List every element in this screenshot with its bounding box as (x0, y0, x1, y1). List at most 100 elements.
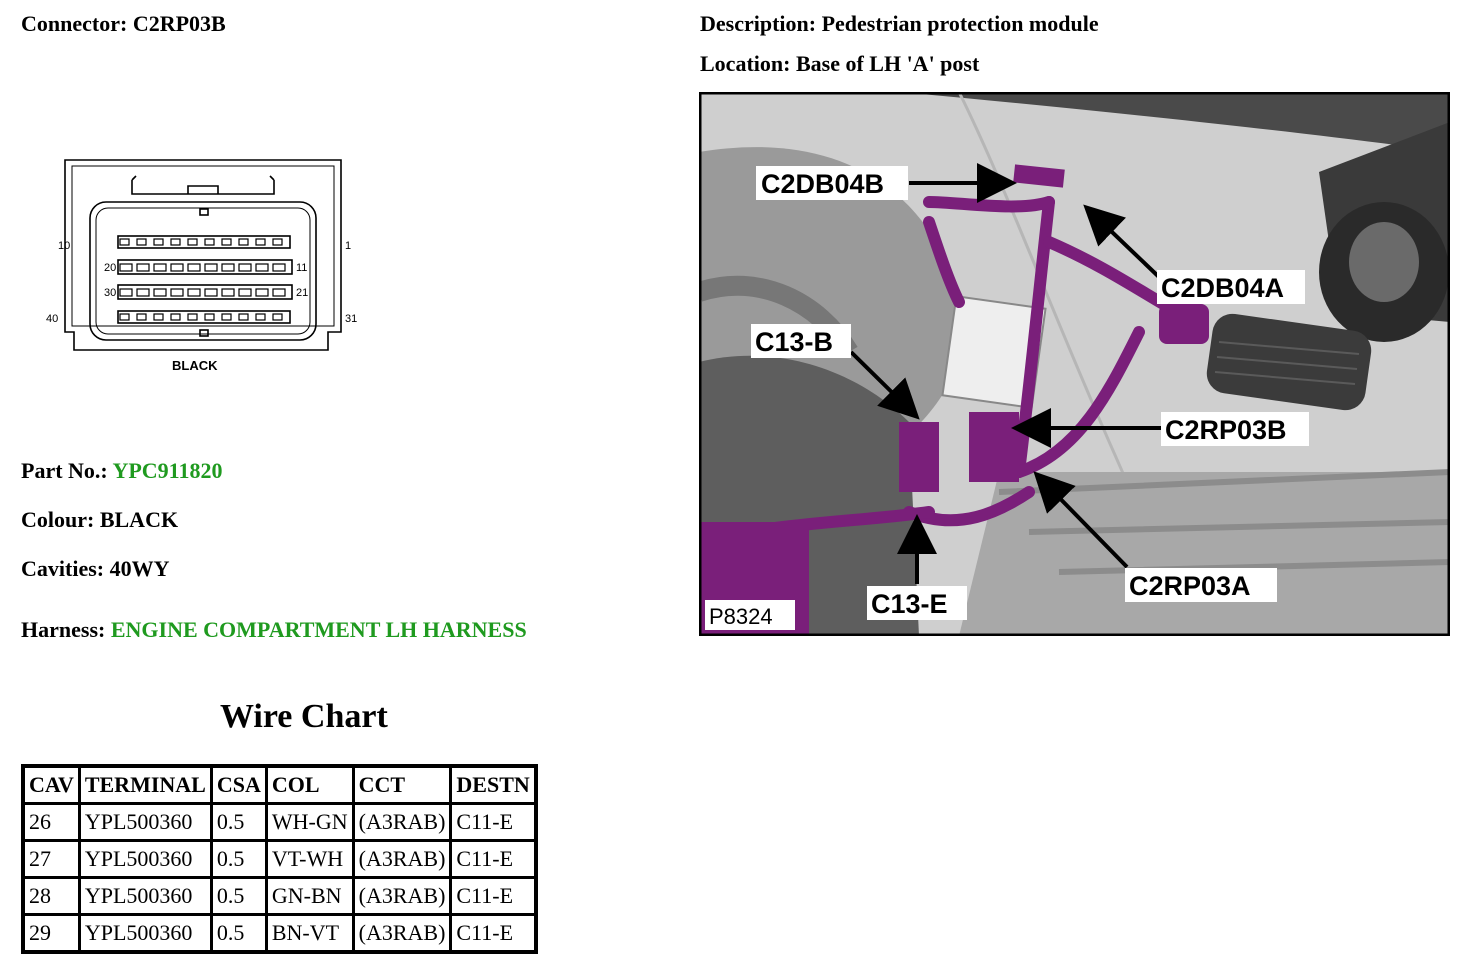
colour-value: BLACK (99, 507, 179, 532)
column-header-cav: CAV (21, 764, 81, 805)
connector-cavity (238, 313, 249, 321)
table-row: 27 YPL500360 0.5 VT-WH (A3RAB) C11-E (21, 839, 538, 879)
connector-cavity (255, 238, 266, 246)
connector-cavity (187, 313, 198, 321)
harness-field: Harness: ENGINE COMPARTMENT LH HARNESS (21, 617, 527, 643)
connector-cavity (221, 313, 232, 321)
connector-cavity (170, 238, 181, 246)
connector-cavity (204, 313, 215, 321)
connector-cavity (170, 263, 184, 272)
connector-cavity (170, 313, 181, 321)
description-field: Description: Pedestrian protection modul… (700, 11, 1099, 37)
callout-c13-e: C13-E (871, 589, 948, 619)
connector-cavity (170, 288, 184, 297)
pin-31-label: 31 (345, 313, 357, 325)
table-row: 29 YPL500360 0.5 BN-VT (A3RAB) C11-E (21, 913, 538, 954)
cell-destn: C11-E (449, 913, 538, 954)
cell-destn: C11-E (449, 876, 538, 916)
description-label: Description: (700, 11, 817, 36)
connector-cavity (187, 263, 201, 272)
location-label: Location: (700, 51, 791, 76)
wire-chart-table: CAV TERMINAL CSA COL CCT DESTN 26 YPL500… (21, 764, 538, 954)
connector-cavity (119, 288, 133, 297)
table-row: 28 YPL500360 0.5 GN-BN (A3RAB) C11-E (21, 876, 538, 916)
connector-cavity (204, 288, 218, 297)
wire-chart-title: Wire Chart (220, 698, 388, 735)
cell-csa: 0.5 (209, 913, 268, 954)
cell-cav: 27 (21, 839, 81, 879)
cavities-label: Cavities: (21, 556, 105, 581)
callout-c2rp03a: C2RP03A (1129, 571, 1251, 601)
connector-cavity (255, 288, 269, 297)
cell-csa: 0.5 (209, 802, 268, 842)
cavities-field: Cavities: 40WY (21, 556, 169, 582)
cell-col: GN-BN (264, 876, 355, 916)
connector-cavity (204, 263, 218, 272)
connector-cavity (119, 263, 133, 272)
connector-label: Connector: (21, 11, 128, 36)
colour-label: Colour: (21, 507, 95, 532)
pin-30-label: 30 (104, 287, 116, 299)
connector-cavity (238, 238, 249, 246)
cell-cav: 29 (21, 913, 81, 954)
connector-cavity (153, 263, 167, 272)
connector-cavity (255, 263, 269, 272)
connector-cavity (221, 263, 235, 272)
callout-c2rp03b: C2RP03B (1165, 415, 1287, 445)
harness-label: Harness: (21, 617, 106, 642)
part-number-label: Part No.: (21, 458, 108, 483)
cell-csa: 0.5 (209, 876, 268, 916)
photo-reference: P8324 (709, 604, 773, 629)
connector-cavity (272, 238, 283, 246)
connector-cavity (153, 238, 164, 246)
connector-cavity (187, 288, 201, 297)
connector-cavity (136, 288, 150, 297)
connector-cavity (119, 238, 130, 246)
connector-cavity (153, 288, 167, 297)
connector-cavity (187, 238, 198, 246)
column-header-cct: CCT (351, 764, 453, 805)
column-header-csa: CSA (209, 764, 268, 805)
cell-col: WH-GN (264, 802, 355, 842)
connector-face-diagram: 10 1 20 11 30 21 40 31 BLACK (46, 159, 357, 373)
harness-link[interactable]: ENGINE COMPARTMENT LH HARNESS (110, 617, 527, 642)
column-header-destn: DESTN (449, 764, 538, 805)
cell-cct: (A3RAB) (351, 802, 453, 842)
connector-cavity (204, 238, 215, 246)
part-number-link[interactable]: YPC911820 (112, 458, 223, 483)
location-field: Location: Base of LH 'A' post (700, 51, 979, 77)
connector-cavity (255, 313, 266, 321)
location-photo: C2DB04B C2DB04A C13-B C2RP03B C13-E C2RP… (699, 92, 1450, 636)
connector-value: C2RP03B (132, 11, 226, 36)
connector-cavity (136, 238, 147, 246)
location-value: Base of LH 'A' post (795, 51, 980, 76)
connector-cavity (272, 263, 286, 272)
connector-cavity (153, 313, 164, 321)
table-row: 26 YPL500360 0.5 WH-GN (A3RAB) C11-E (21, 802, 538, 842)
connector-field: Connector: C2RP03B (21, 11, 226, 37)
cell-cct: (A3RAB) (351, 839, 453, 879)
connector-cavity (221, 238, 232, 246)
pin-1-label: 1 (345, 240, 351, 252)
cell-terminal: YPL500360 (77, 839, 213, 879)
pin-20-label: 20 (104, 262, 116, 274)
cell-destn: C11-E (449, 839, 538, 879)
cell-destn: C11-E (449, 802, 538, 842)
callout-c2db04b: C2DB04B (761, 169, 884, 199)
column-header-col: COL (264, 764, 355, 805)
callout-c2db04a: C2DB04A (1161, 273, 1284, 303)
cell-col: VT-WH (264, 839, 355, 879)
connector-cavity (272, 313, 283, 321)
cell-col: BN-VT (264, 913, 355, 954)
connector-cavity (136, 313, 147, 321)
description-value: Pedestrian protection module (821, 11, 1099, 36)
cell-cct: (A3RAB) (351, 913, 453, 954)
pin-40-label: 40 (46, 313, 58, 325)
part-number-field: Part No.: YPC911820 (21, 458, 222, 484)
connector-cavity (221, 288, 235, 297)
cell-cav: 28 (21, 876, 81, 916)
table-header-row: CAV TERMINAL CSA COL CCT DESTN (21, 764, 538, 805)
diagram-colour-label: BLACK (172, 358, 218, 373)
connector-cavity (119, 313, 130, 321)
cell-terminal: YPL500360 (77, 913, 213, 954)
